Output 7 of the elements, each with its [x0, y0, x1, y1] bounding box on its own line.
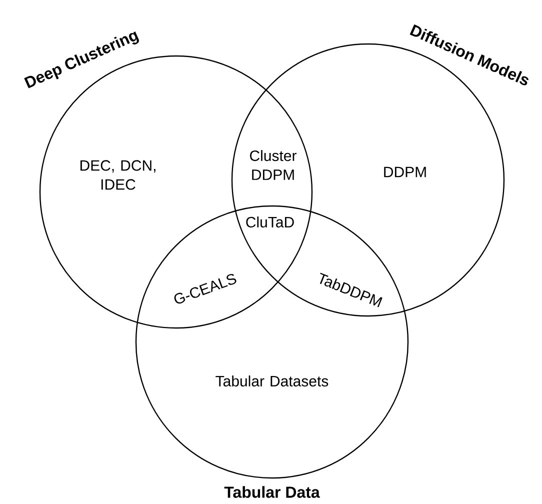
region-label: Cluster DDPM [250, 150, 296, 180]
region-label: Tabular Datasets [216, 375, 328, 386]
region-label: DEC, DCN, IDEC [80, 160, 156, 190]
region-label: DDPM [384, 166, 426, 178]
region-label: CluTaD [246, 216, 294, 228]
circle [135, 205, 409, 479]
heading: Tabular Data [224, 486, 320, 498]
